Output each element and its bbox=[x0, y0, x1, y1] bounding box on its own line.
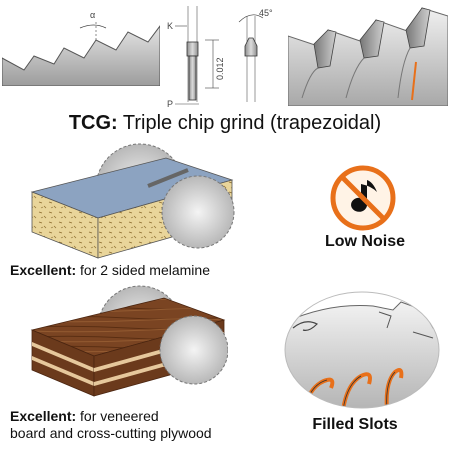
alpha-label: α bbox=[90, 10, 95, 20]
teeth-3d-diagram bbox=[288, 7, 448, 106]
chamfer-angle-arc bbox=[238, 14, 264, 23]
saw-kerf bbox=[147, 168, 189, 188]
melamine-board-illustration bbox=[30, 143, 235, 259]
tooth-body bbox=[188, 55, 197, 101]
carbide-tip-2 bbox=[359, 19, 385, 59]
k-label: K bbox=[167, 21, 173, 31]
blade-segment bbox=[285, 301, 439, 408]
caption-melamine-bold: Excellent: bbox=[10, 262, 77, 278]
caption-melamine-text: for 2 sided melamine bbox=[76, 262, 210, 278]
title-rest: Triple chip grind (trapezoidal) bbox=[117, 112, 382, 134]
carbide-tip-3 bbox=[405, 7, 431, 49]
application-caption-melamine: Excellent: for 2 sided melamine bbox=[10, 262, 210, 279]
caption-veneered-bold: Excellent: bbox=[10, 408, 77, 424]
saw-blade-front-2 bbox=[159, 315, 228, 385]
alpha-angle-arc bbox=[79, 24, 107, 29]
p-label: P bbox=[167, 99, 173, 108]
chamfer-tooth bbox=[244, 37, 258, 57]
feature-label-low-noise: Low Noise bbox=[324, 233, 405, 250]
veneer-front-face bbox=[31, 329, 95, 397]
application-caption-veneered: Excellent: for veneered board and cross-… bbox=[10, 408, 212, 442]
filled-slots-icon bbox=[284, 291, 440, 409]
carbide-tip-1 bbox=[313, 29, 337, 69]
veneered-board-illustration bbox=[30, 285, 228, 397]
tooth-tip bbox=[186, 41, 199, 57]
caption-veneered-line2: board and cross-cutting plywood bbox=[10, 425, 212, 441]
page-title: TCG: Triple chip grind (trapezoidal) bbox=[0, 112, 450, 135]
chamfer-angle-label: 45° bbox=[259, 8, 273, 18]
saw-blade-front bbox=[161, 175, 235, 249]
prohibition-slash bbox=[341, 176, 385, 220]
slot-accent bbox=[411, 61, 417, 101]
caption-veneered-text: for veneered bbox=[76, 408, 159, 424]
chamfer-height-label: 0.012 bbox=[215, 57, 225, 80]
no-noise-icon bbox=[330, 165, 396, 231]
title-bold: TCG: bbox=[68, 112, 118, 134]
tooth-profile-diagram: α bbox=[2, 10, 160, 86]
saw-blade-edge bbox=[2, 25, 160, 86]
tooth-front-diagram: K P 0.012 45° bbox=[167, 6, 273, 108]
feature-label-filled-slots: Filled Slots bbox=[312, 416, 398, 433]
